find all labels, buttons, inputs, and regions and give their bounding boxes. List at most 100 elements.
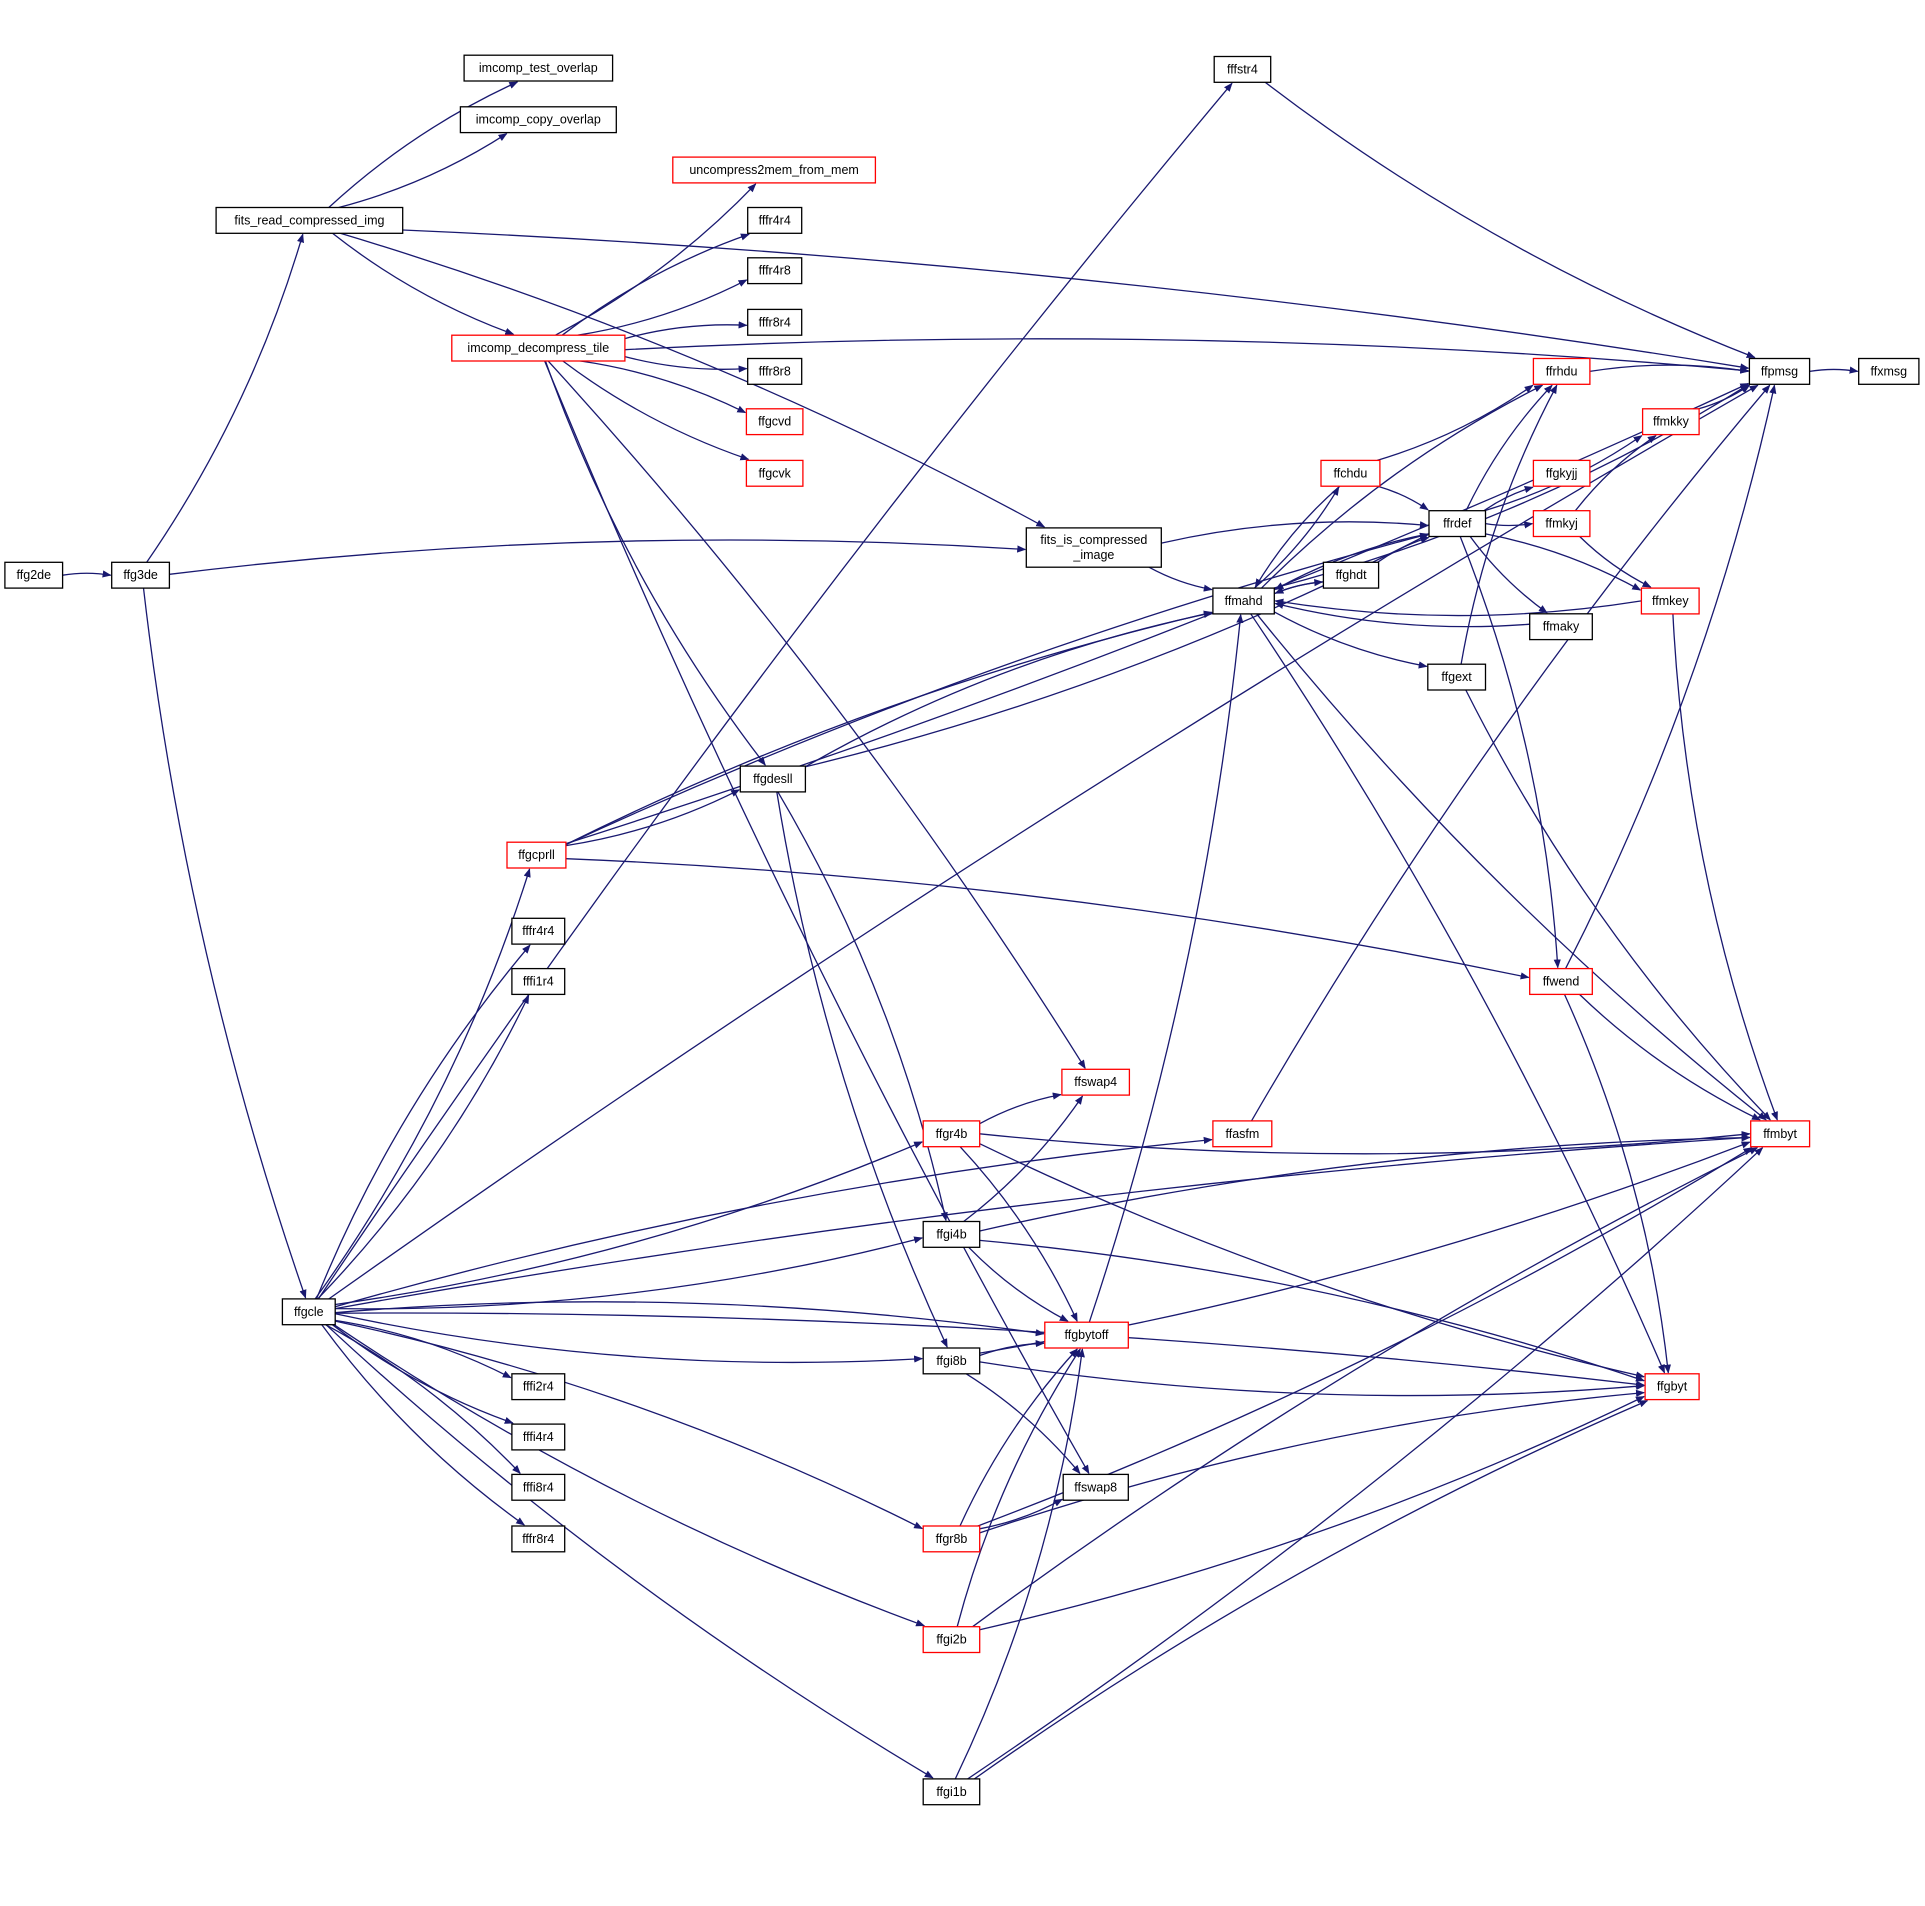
node-ffmkey[interactable]: ffmkey	[1640, 587, 1700, 615]
node-box	[511, 917, 566, 945]
edge-ffgi2b-to-ffmbyt	[972, 1147, 1759, 1628]
node-box	[922, 1525, 981, 1553]
node-fffi4r4[interactable]: fffi4r4	[511, 1423, 566, 1451]
node-ffasfm[interactable]: ffasfm	[1212, 1120, 1273, 1148]
node-uncompress2mem_from_mem[interactable]: uncompress2mem_from_mem	[672, 156, 877, 184]
node-fits_read_compressed_img[interactable]: fits_read_compressed_img	[215, 206, 404, 234]
node-label: ffgext	[1441, 670, 1472, 684]
node-fits_is_compressed_image[interactable]: fits_is_compressed_image	[1025, 527, 1162, 568]
node-box	[922, 1778, 981, 1806]
node-ffrdef[interactable]: ffrdef	[1428, 510, 1487, 538]
node-ffgr8b[interactable]: ffgr8b	[922, 1525, 981, 1553]
edge-ffchdu-to-ffrhdu	[1377, 384, 1534, 462]
node-ffpmsg[interactable]: ffpmsg	[1748, 357, 1811, 385]
node-ffrhdu[interactable]: ffrhdu	[1532, 357, 1591, 385]
edge-ffmaky-to-ffmahd	[1274, 601, 1530, 628]
node-label: ffpmsg	[1761, 364, 1798, 378]
node-box	[459, 106, 617, 134]
edge-ffg3de-to-fits_read_compressed_img	[146, 233, 304, 563]
node-fffr8r8[interactable]: fffr8r8	[747, 357, 803, 385]
node-ffwend[interactable]: ffwend	[1529, 967, 1593, 996]
edge-imcomp_decompress_tile-to-ffswap4	[547, 360, 1086, 1070]
node-ffgext[interactable]: ffgext	[1427, 663, 1487, 691]
node-ffgcvd[interactable]: ffgcvd	[745, 408, 804, 436]
edge-ffghdt-to-ffmahd	[1274, 581, 1324, 594]
node-label: ffgkyjj	[1546, 466, 1578, 480]
edge-imcomp_decompress_tile-to-fffr8r4_a	[624, 321, 748, 340]
edge-ffmahd-to-ffmbyt	[1256, 613, 1767, 1121]
node-ffchdu[interactable]: ffchdu	[1320, 459, 1381, 487]
edge-ffgcle-to-ffgr4b	[335, 1141, 924, 1306]
node-ffmaky[interactable]: ffmaky	[1529, 613, 1593, 641]
edge-imcomp_decompress_tile-to-fffr4r8	[577, 279, 748, 336]
edge-ffgi8b-to-ffswap8	[965, 1373, 1081, 1475]
edge-fits_is_compressed_image-to-ffrdef	[1161, 521, 1429, 544]
node-ffxmsg[interactable]: ffxmsg	[1858, 357, 1920, 385]
node-ffswap8[interactable]: ffswap8	[1062, 1473, 1129, 1501]
edge-ffgcle-to-ffgi4b	[335, 1236, 924, 1310]
node-ffgdesll[interactable]: ffgdesll	[739, 765, 807, 793]
node-fffi1r4[interactable]: fffi1r4	[511, 967, 566, 996]
node-box	[1532, 510, 1591, 538]
node-ffgcle[interactable]: ffgcle	[281, 1298, 336, 1326]
node-ffgcvk[interactable]: ffgcvk	[745, 459, 804, 487]
edge-ffgi4b-to-ffswap4	[963, 1095, 1084, 1223]
node-label: ffgr4b	[936, 1127, 968, 1141]
node-ffmahd[interactable]: ffmahd	[1212, 587, 1275, 615]
node-ffmkyj[interactable]: ffmkyj	[1532, 510, 1591, 538]
node-box	[1644, 1373, 1700, 1401]
node-box	[747, 206, 803, 234]
node-imcomp_test_overlap[interactable]: imcomp_test_overlap	[463, 54, 614, 82]
node-ffmkky[interactable]: ffmkky	[1641, 408, 1700, 436]
node-box	[745, 459, 804, 487]
edge-ffgr8b-to-ffgbyt	[979, 1389, 1645, 1534]
node-ffgi4b[interactable]: ffgi4b	[922, 1220, 981, 1248]
node-ffgcprll[interactable]: ffgcprll	[506, 841, 567, 869]
node-box	[511, 1373, 566, 1401]
node-ffgi1b[interactable]: ffgi1b	[922, 1778, 981, 1806]
node-box	[1025, 527, 1162, 568]
node-imcomp_copy_overlap[interactable]: imcomp_copy_overlap	[459, 106, 617, 134]
node-ffgi8b[interactable]: ffgi8b	[922, 1347, 981, 1375]
node-ffg2de[interactable]: ffg2de	[4, 561, 64, 589]
node-box	[1044, 1321, 1129, 1349]
edge-ffgi1b-to-ffgbyt	[974, 1400, 1649, 1780]
node-ffswap4[interactable]: ffswap4	[1061, 1068, 1131, 1096]
node-label: fffi4r4	[523, 1430, 554, 1444]
node-imcomp_decompress_tile[interactable]: imcomp_decompress_tile	[451, 334, 626, 362]
node-fffi8r4[interactable]: fffi8r4	[511, 1473, 566, 1501]
node-fffr8r4_b[interactable]: fffr8r4	[511, 1525, 566, 1553]
node-box	[1212, 587, 1275, 615]
node-ffg3de[interactable]: ffg3de	[111, 561, 171, 589]
node-label: fffr8r4	[759, 315, 791, 329]
node-fffstr4[interactable]: fffstr4	[1213, 55, 1272, 83]
node-ffgr4b[interactable]: ffgr4b	[922, 1120, 981, 1148]
node-ffgbyt[interactable]: ffgbyt	[1644, 1373, 1700, 1401]
node-ffgkyjj[interactable]: ffgkyjj	[1532, 459, 1591, 487]
node-fffr8r4_a[interactable]: fffr8r4	[747, 308, 803, 336]
edge-ffgi1b-to-ffgbytoff	[954, 1348, 1085, 1780]
node-fffr4r4_b[interactable]: fffr4r4	[511, 917, 566, 945]
node-fffi2r4[interactable]: fffi2r4	[511, 1373, 566, 1401]
node-label: ffswap8	[1074, 1480, 1117, 1494]
edge-ffgcle-to-ffmbyt	[335, 1134, 1751, 1310]
edge-ffgcprll-to-ffmahd	[565, 610, 1213, 846]
edge-fits_read_compressed_img-to-ffpmsg	[402, 229, 1750, 371]
node-fffr4r8[interactable]: fffr4r8	[747, 257, 803, 285]
node-label: ffmkyj	[1545, 517, 1577, 531]
edge-fits_read_compressed_img-to-fits_is_compressed_image	[340, 232, 1046, 528]
node-ffgi2b[interactable]: ffgi2b	[922, 1626, 981, 1654]
node-ffmbyt[interactable]: ffmbyt	[1750, 1120, 1811, 1148]
edge-fits_read_compressed_img-to-imcomp_decompress_tile	[332, 232, 515, 335]
edge-ffrdef-to-ffmaky	[1469, 536, 1548, 614]
edge-ffmahd-to-ffgext	[1273, 611, 1428, 669]
node-box	[1748, 357, 1811, 385]
node-label: ffrhdu	[1546, 364, 1578, 378]
node-box	[739, 765, 807, 793]
node-ffghdt[interactable]: ffghdt	[1322, 561, 1380, 589]
node-fffr4r4_a[interactable]: fffr4r4	[747, 206, 803, 234]
edge-fits_read_compressed_img-to-imcomp_test_overlap	[328, 81, 519, 208]
node-ffgbytoff[interactable]: ffgbytoff	[1044, 1321, 1129, 1349]
node-label: ffgcprll	[518, 848, 555, 862]
